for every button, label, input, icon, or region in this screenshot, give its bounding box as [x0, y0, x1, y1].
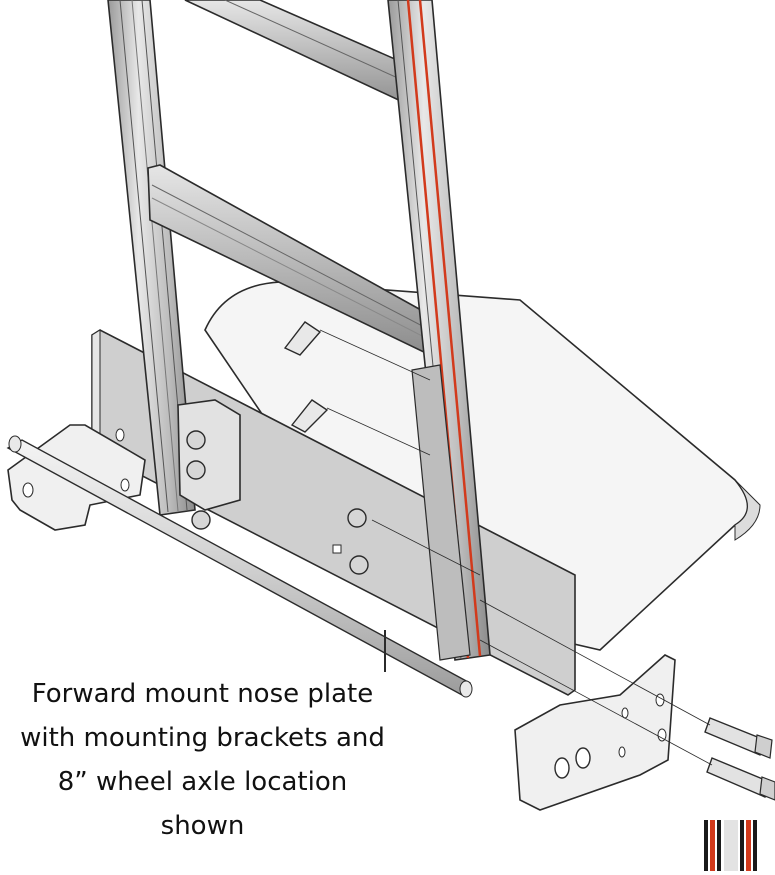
caption-line-4: shown [160, 811, 245, 841]
hex-bolts [371, 519, 775, 801]
caption-line-3: 8” wheel axle location [57, 767, 348, 797]
right-nose-bracket [514, 654, 676, 811]
upper-cross-member [184, 0, 421, 112]
caption-line-1: Forward mount nose plate [31, 679, 374, 709]
square-hole [332, 544, 342, 554]
carriage-bolts [283, 321, 431, 456]
hex-nut [186, 430, 369, 575]
caption-line-2: with mounting brackets and [20, 723, 385, 753]
mounting-bracket [177, 399, 369, 575]
right-rail [387, 0, 491, 661]
left-rail [107, 0, 196, 516]
caption: Forward mount nose plate with mounting b… [0, 672, 405, 848]
base-tray [204, 281, 761, 651]
wheel-axle [6, 435, 473, 698]
rail-section-icon [702, 818, 762, 871]
